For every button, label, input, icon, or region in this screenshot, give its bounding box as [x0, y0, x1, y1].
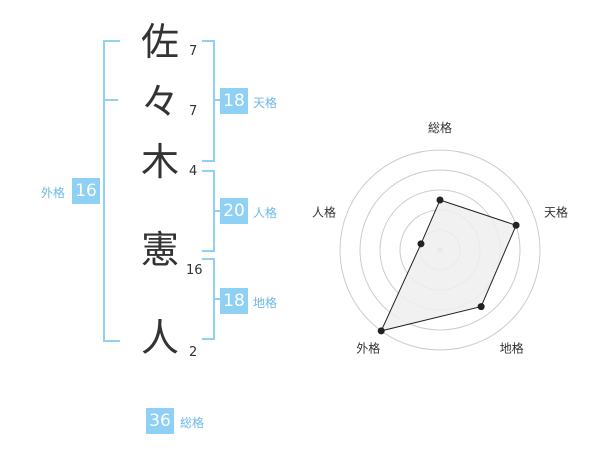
chikaku-value-badge: 18 [220, 288, 248, 314]
chikaku-bracket-tick [213, 298, 220, 300]
jinkaku-bracket-tick [213, 210, 220, 212]
chikaku-label: 地格 [253, 296, 278, 310]
tenkaku-value-badge: 18 [220, 88, 248, 114]
stroke-count-4: 16 [186, 263, 203, 278]
radar-axis-label-0: 総格 [428, 120, 452, 135]
radar-point-3 [377, 327, 385, 335]
tenkaku-bracket [202, 40, 215, 162]
name-char-3: 木 [140, 140, 179, 184]
jinkaku-label: 人格 [253, 206, 278, 220]
name-char-5: 人 [140, 316, 179, 360]
tenkaku-label: 天格 [253, 96, 278, 110]
radar-data-points [377, 196, 520, 335]
gaikaku-bracket [103, 40, 120, 342]
radar-grid-ring-5 [339, 149, 541, 351]
radar-point-2 [477, 303, 485, 311]
radar-point-4 [417, 240, 425, 248]
radar-axis-label-1: 天格 [544, 204, 568, 219]
stroke-count-3: 4 [189, 164, 198, 179]
stroke-count-1: 7 [189, 44, 198, 59]
radar-axis-label-2: 地格 [500, 341, 524, 356]
gaikaku-label: 外格 [41, 186, 66, 200]
radar-grid-ring-4 [359, 169, 521, 331]
stroke-count-2: 7 [189, 104, 198, 119]
stroke-count-5: 2 [189, 345, 198, 360]
name-char-1: 佐 [140, 20, 179, 64]
tenkaku-bracket-tick [213, 99, 220, 101]
radar-point-0 [436, 196, 444, 204]
radar-axis-label-4: 人格 [312, 204, 336, 219]
radar-point-1 [512, 221, 520, 229]
gaikaku-value-badge: 16 [72, 178, 100, 204]
radar-data-polygon [380, 199, 517, 332]
soukaku-label: 総格 [180, 416, 205, 430]
radar-axis-label-3: 外格 [356, 341, 380, 356]
name-char-4: 憲 [140, 228, 179, 272]
jinkaku-value-badge: 20 [220, 198, 248, 224]
name-char-2: 々 [140, 80, 179, 124]
gaikaku-bracket-tick [103, 99, 118, 101]
soukaku-value-badge: 36 [146, 408, 174, 434]
